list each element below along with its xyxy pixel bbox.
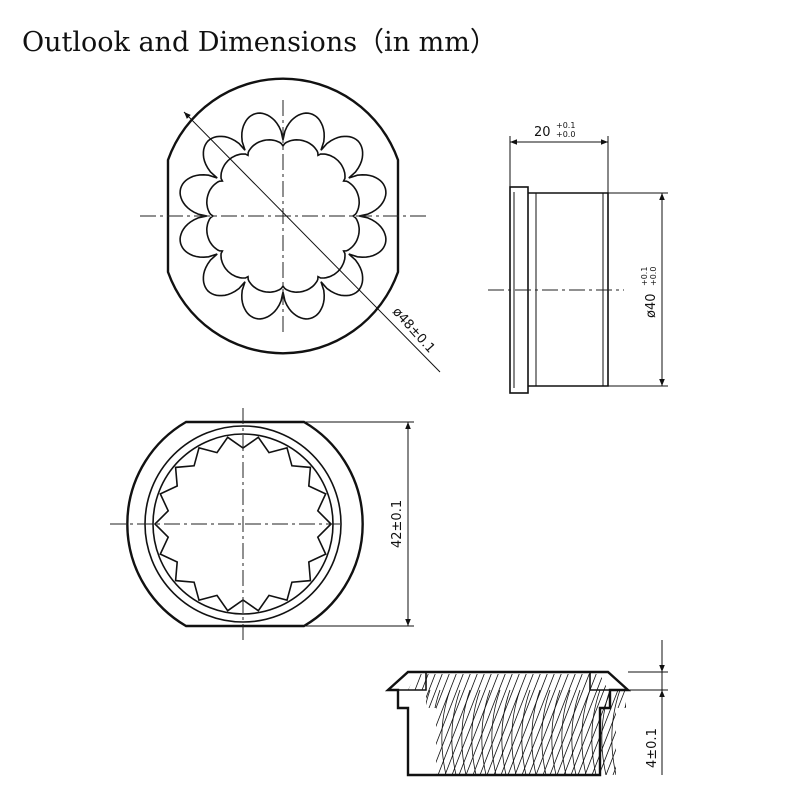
spiral-groove: [611, 689, 621, 775]
section-hatching: [340, 672, 626, 775]
hatch-line: [340, 672, 380, 775]
section-view-burr: 4±0.1: [340, 640, 668, 777]
spiral-groove: [461, 689, 471, 775]
diameter-48-label: ø48±0.1: [389, 305, 438, 357]
spiral-groove: [571, 689, 581, 775]
front-view-inner-ring: 42±0.1: [110, 408, 414, 640]
flange-4-label: 4±0.1: [645, 728, 660, 768]
ring-teeth: [153, 436, 333, 612]
outer-contour: [166, 77, 400, 355]
spiral-groove: [421, 689, 431, 775]
spiral-groove: [441, 689, 451, 775]
spiral-groove: [541, 689, 551, 775]
hatch-line: [437, 674, 479, 775]
spiral-groove: [501, 689, 511, 775]
spiral-groove: [481, 689, 491, 775]
hatch-line: [472, 674, 514, 775]
hatch-line: [500, 674, 542, 775]
width-20-nominal: 20: [534, 125, 551, 140]
hatch-line: [528, 674, 570, 775]
spiral-groove: [531, 689, 541, 775]
hatch-line: [514, 674, 556, 775]
hatch-line: [486, 674, 528, 775]
diameter-48-leader: [183, 111, 441, 373]
hatch-line: [408, 674, 409, 775]
spiral-groove: [601, 689, 611, 775]
hatch-line: [354, 672, 394, 775]
hatch-line: [408, 674, 423, 775]
spiral-groove: [411, 689, 421, 775]
spiral-groove: [451, 689, 461, 775]
spiral-groove: [471, 689, 481, 775]
spiral-groove: [431, 689, 441, 775]
hatch-line: [549, 674, 591, 775]
hatch-line: [563, 674, 605, 775]
section-outline: [384, 670, 632, 777]
diameter-40-label: ø40: [644, 294, 659, 319]
hatch-line: [458, 674, 500, 775]
spiral-groove: [551, 689, 561, 775]
page-title: Outlook and Dimensions（in mm）: [22, 27, 497, 58]
diameter-40-tol-upper: +0.1: [640, 267, 649, 286]
spiral-groove: [521, 689, 531, 775]
hatch-line: [556, 674, 598, 775]
hatch-line: [361, 672, 401, 775]
width-20-tol-upper: +0.1: [556, 121, 575, 130]
hatch-line: [451, 674, 493, 775]
hatch-line: [521, 674, 563, 775]
hatch-line: [347, 672, 387, 775]
spiral-groove: [561, 689, 571, 775]
front-view-outer-burr: ø48±0.1: [140, 77, 441, 373]
spiral-groove: [581, 689, 591, 775]
spiral-groove: [491, 689, 501, 775]
hatch-line: [542, 674, 584, 775]
tooth-profile-inner: [205, 138, 361, 294]
diameter-40-tol-lower: +0.0: [649, 267, 658, 286]
spiral-groove: [621, 689, 626, 775]
hatch-line: [570, 674, 612, 775]
spiral-groove: [591, 689, 601, 775]
hatch-line: [493, 674, 535, 775]
width-20-tol-lower: +0.0: [556, 130, 575, 139]
hatch-line: [430, 674, 472, 775]
side-view-outer-burr: 20 +0.1 +0.0 ø40 +0.1 +0.0: [488, 121, 668, 394]
spiral-groove: [511, 689, 521, 775]
hatch-line: [507, 674, 549, 775]
hatch-line: [444, 674, 486, 775]
height-42-label: 42±0.1: [390, 500, 405, 548]
hatch-line: [479, 674, 521, 775]
